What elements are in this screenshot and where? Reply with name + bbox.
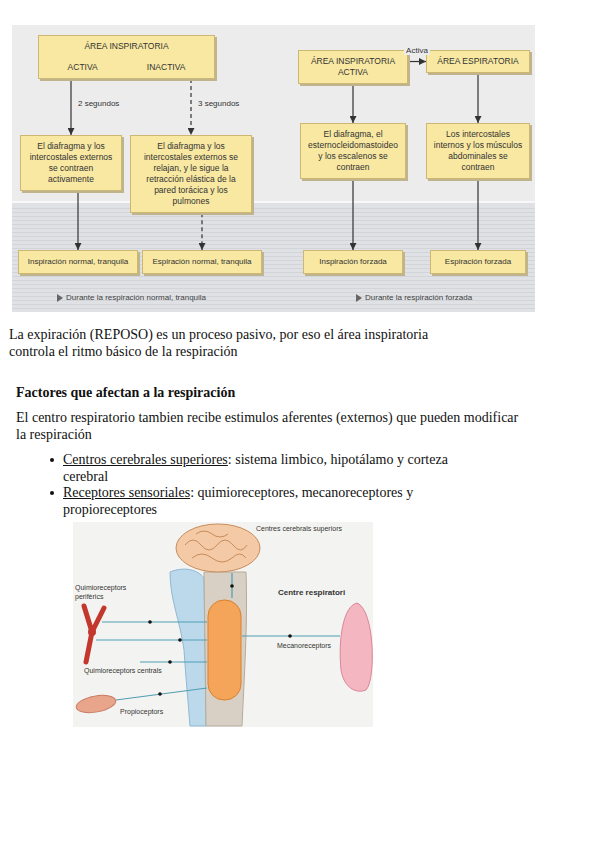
nerve-dots bbox=[148, 584, 292, 696]
nerve-line bbox=[102, 621, 207, 622]
caption-marker bbox=[57, 294, 63, 302]
result-box: Inspiración forzada bbox=[303, 250, 403, 274]
bullet-item: Receptores sensoriales: quimioreceptores… bbox=[63, 484, 483, 518]
illustration-label: Quimioreceptors perifèrics bbox=[75, 584, 139, 601]
area-box: ÁREA INSPIRATORIA ACTIVA INACTIVA bbox=[38, 35, 215, 79]
flow-arrow bbox=[201, 213, 202, 250]
nerve-dot bbox=[288, 634, 292, 638]
state-row: ACTIVA INACTIVA bbox=[43, 62, 210, 73]
area-box: ÁREA ESPIRATORIA bbox=[426, 50, 530, 73]
box-text: ÁREA INSPIRATORIA ACTIVA bbox=[303, 56, 403, 78]
process-box: El diafragma y los intercostales externo… bbox=[130, 135, 252, 213]
note-paragraph: La expiración (REPOSO) es un proceso pas… bbox=[9, 326, 439, 360]
panel-divider bbox=[12, 201, 535, 203]
panel-stripes bbox=[12, 206, 535, 312]
illustration-label: Mecanoreceptors bbox=[277, 642, 331, 651]
lung-shape bbox=[340, 603, 372, 691]
nerve-dot bbox=[168, 660, 172, 664]
body-paragraph: El centro respiratorio tambien recibe es… bbox=[16, 409, 521, 443]
flow-arrow bbox=[352, 179, 353, 250]
carotid-body bbox=[88, 628, 96, 636]
area-box: ÁREA INSPIRATORIA ACTIVA bbox=[298, 50, 408, 84]
flow-arrow bbox=[477, 179, 478, 250]
box-text: El diafragma, el esternocleidomastoideo … bbox=[305, 129, 401, 173]
brain-folds bbox=[185, 531, 247, 562]
diagram-panel bbox=[12, 25, 535, 312]
nerve-dot bbox=[158, 692, 162, 696]
result-box: Espiración normal, tranquila bbox=[142, 250, 262, 274]
caption-marker bbox=[356, 294, 362, 302]
flow-arrow bbox=[408, 61, 426, 62]
bullet-dot bbox=[50, 491, 54, 495]
artery-shape bbox=[84, 606, 104, 662]
nerve-dot bbox=[148, 620, 152, 624]
nerve-dot bbox=[178, 638, 182, 642]
nerve-line bbox=[96, 639, 207, 640]
respiratory-center-shape bbox=[208, 600, 241, 700]
result-box: Inspiración normal, tranquila bbox=[18, 250, 138, 274]
illustration-label: Centre respiratori bbox=[278, 589, 345, 598]
bullet-item: Centros cerebrales superiores: sistema l… bbox=[63, 451, 483, 485]
section-caption: Durante la respiración normal, tranquila bbox=[66, 293, 206, 302]
edge-label: 3 segundos bbox=[196, 99, 241, 108]
panel-band bbox=[12, 202, 535, 312]
nerve-line bbox=[116, 688, 207, 700]
section-heading: Factores que afectan a la respiración bbox=[16, 384, 235, 401]
box-text: Espiración forzada bbox=[435, 257, 521, 267]
brain-shape bbox=[176, 524, 260, 572]
bullet-dot bbox=[50, 458, 54, 462]
edge-label: 2 segundos bbox=[76, 99, 121, 108]
flow-arrow bbox=[77, 191, 78, 250]
bullet-term: Centros cerebrales superiores bbox=[63, 452, 228, 467]
illustration-label: Propioceptors bbox=[120, 708, 163, 717]
edge-label: Activa bbox=[404, 46, 430, 55]
box-text: Inspiración forzada bbox=[308, 257, 398, 267]
illustration-label: Centres cerebrals superiors bbox=[256, 525, 342, 534]
result-box: Espiración forzada bbox=[430, 250, 526, 274]
box-text: ACTIVA bbox=[68, 62, 98, 73]
flow-arrow bbox=[477, 73, 478, 123]
brainstem-shape bbox=[204, 572, 247, 726]
bullet-term: Receptores sensoriales bbox=[63, 485, 190, 500]
process-box: El diafragma, el esternocleidomastoideo … bbox=[300, 123, 406, 179]
illustration-ground bbox=[73, 522, 373, 727]
box-text: ÁREA ESPIRATORIA bbox=[431, 56, 525, 67]
section-caption: Durante la respiración forzada bbox=[365, 293, 472, 302]
illustration-label: Quimioreceptors centrals bbox=[84, 667, 162, 676]
box-text: El diafragma y los intercostales externo… bbox=[135, 141, 247, 207]
box-text: Espiración normal, tranquila bbox=[147, 257, 257, 267]
box-text: El diafragma y los intercostales externo… bbox=[25, 141, 117, 185]
flow-arrow bbox=[352, 84, 353, 123]
flow-arrow bbox=[70, 79, 71, 135]
process-box: Los intercostales internos y los músculo… bbox=[426, 123, 530, 179]
flow-arrow bbox=[190, 79, 191, 135]
box-text: ÁREA INSPIRATORIA bbox=[43, 41, 210, 52]
nerve-dot bbox=[230, 584, 234, 588]
physiology-illustration bbox=[73, 522, 373, 727]
box-text: Los intercostales internos y los músculo… bbox=[431, 129, 525, 173]
box-text: INACTIVA bbox=[147, 62, 186, 73]
muscle-shape bbox=[75, 693, 117, 716]
box-text: Inspiración normal, tranquila bbox=[23, 257, 133, 267]
airway-shape bbox=[170, 569, 206, 726]
process-box: El diafragma y los intercostales externo… bbox=[20, 135, 122, 191]
nerve-line bbox=[140, 661, 207, 662]
